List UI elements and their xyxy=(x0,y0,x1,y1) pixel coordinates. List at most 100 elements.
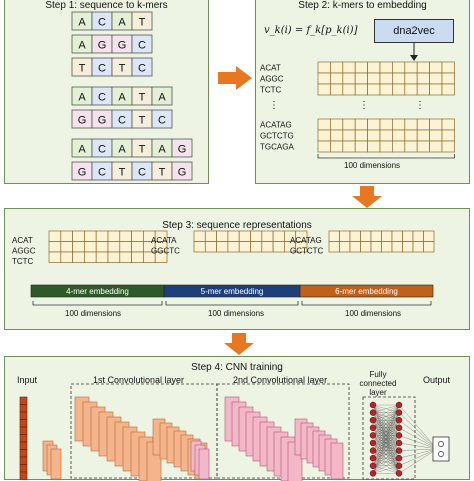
base-letter: T xyxy=(139,115,146,127)
embedding-cell xyxy=(404,118,418,131)
embedding-cell xyxy=(193,230,206,242)
embedding-cell xyxy=(412,230,424,242)
embedding-cell xyxy=(48,241,62,253)
step1-title: Step 1: sequence to k-mers xyxy=(45,0,168,11)
embedding-cell xyxy=(216,230,229,242)
input-cell xyxy=(19,419,28,428)
embedding-cell xyxy=(204,230,217,242)
arrow-down-icon xyxy=(224,333,254,355)
embedding-cell xyxy=(48,251,62,263)
embedding-cell xyxy=(330,140,344,153)
kmer-row-label: AGGC xyxy=(260,75,284,84)
embedding-cell xyxy=(342,83,356,96)
embedding-cell xyxy=(367,72,381,85)
fc-neuron xyxy=(395,439,403,447)
embedding-cell xyxy=(429,129,443,142)
fc-connection xyxy=(372,442,400,474)
embedding-cell xyxy=(261,230,274,242)
embedding-cell xyxy=(416,118,430,131)
embedding-cell xyxy=(317,83,331,96)
fc-neuron xyxy=(395,424,403,432)
conv-filter xyxy=(198,448,210,480)
kmer-row-label: ACATA xyxy=(151,236,177,245)
input-cell xyxy=(19,426,28,435)
embedding-cell xyxy=(342,140,356,153)
embedding-cell xyxy=(404,129,418,142)
conv-filter xyxy=(50,448,62,480)
arrow-down-icon xyxy=(352,186,382,208)
embedding-cell xyxy=(429,140,443,153)
embedding-cell xyxy=(84,241,97,253)
output-box xyxy=(432,436,450,462)
step3-dimension-label-2: 100 dimensions xyxy=(208,309,265,318)
embedding-cell xyxy=(392,129,406,142)
output-connection xyxy=(398,404,438,450)
embedding-cell xyxy=(416,83,430,96)
embedding-cell xyxy=(48,230,62,242)
embedding-bar-segment xyxy=(299,284,434,298)
fc-connection xyxy=(372,420,400,474)
embedding-cell xyxy=(429,118,443,131)
embedding-cell xyxy=(238,230,251,242)
embedding-cell xyxy=(342,61,356,74)
embedding-cell xyxy=(131,230,144,242)
output-connection xyxy=(398,427,438,450)
input-cell xyxy=(19,396,28,405)
embedding-cell xyxy=(330,118,344,131)
embedding-cell xyxy=(250,230,263,242)
embedding-cell xyxy=(367,61,381,74)
input-cell xyxy=(19,471,28,480)
base-letter: T xyxy=(159,167,166,179)
fc-neuron xyxy=(369,470,377,477)
fc-neuron xyxy=(395,470,403,477)
embedding-cell xyxy=(119,230,132,242)
embedding-cell xyxy=(381,230,393,242)
embedding-cell xyxy=(381,241,393,253)
input-cell xyxy=(19,434,28,443)
embedding-cell xyxy=(349,241,361,253)
embedding-cell xyxy=(370,241,382,253)
base-letter: A xyxy=(158,144,166,156)
base-letter: C xyxy=(98,92,106,104)
embedding-cell xyxy=(131,251,144,263)
base-letter: G xyxy=(78,115,87,127)
embedding-cell xyxy=(328,230,340,242)
fc-neuron xyxy=(395,432,403,439)
embedding-cell xyxy=(330,129,344,142)
dimension-bracket xyxy=(165,301,299,306)
embedding-cell xyxy=(360,241,372,253)
base-letter: T xyxy=(139,144,146,156)
fc-connection xyxy=(372,404,400,413)
embedding-cell xyxy=(391,241,403,253)
fc-connection xyxy=(372,450,400,474)
embedding-cell xyxy=(402,241,414,253)
embedding-bar-label: 5-mer embedding xyxy=(201,287,264,296)
fc-connection xyxy=(372,404,400,444)
base-letter: A xyxy=(78,144,86,156)
embedding-cell xyxy=(339,241,351,253)
embedding-cell xyxy=(379,129,393,142)
base-letter: T xyxy=(79,63,86,75)
base-letter: C xyxy=(98,17,106,29)
ellipsis-mark: ⋮ xyxy=(415,100,425,111)
embedding-cell xyxy=(330,72,344,85)
embedding-formula: v_k(i) = f_k[p_k(i)] xyxy=(264,25,358,36)
fc-neuron xyxy=(369,432,377,439)
step2-panel: Step 2: k-mers to embedding v_k(i) = f_k… xyxy=(255,0,470,184)
base-letter: A xyxy=(118,17,126,29)
embedding-cell xyxy=(342,72,356,85)
fc-neuron xyxy=(369,401,377,409)
fc-connection xyxy=(372,412,400,474)
output-connection xyxy=(398,448,438,459)
embedding-cell xyxy=(416,129,430,142)
embedding-cell xyxy=(379,72,393,85)
embedding-cell xyxy=(317,140,331,153)
embedding-cell xyxy=(360,230,372,242)
embedding-cell xyxy=(441,72,455,85)
fc-connection xyxy=(372,404,400,459)
dna2vec-box: dna2vec xyxy=(374,19,454,43)
kmer-row-label: AGGC xyxy=(12,247,36,256)
